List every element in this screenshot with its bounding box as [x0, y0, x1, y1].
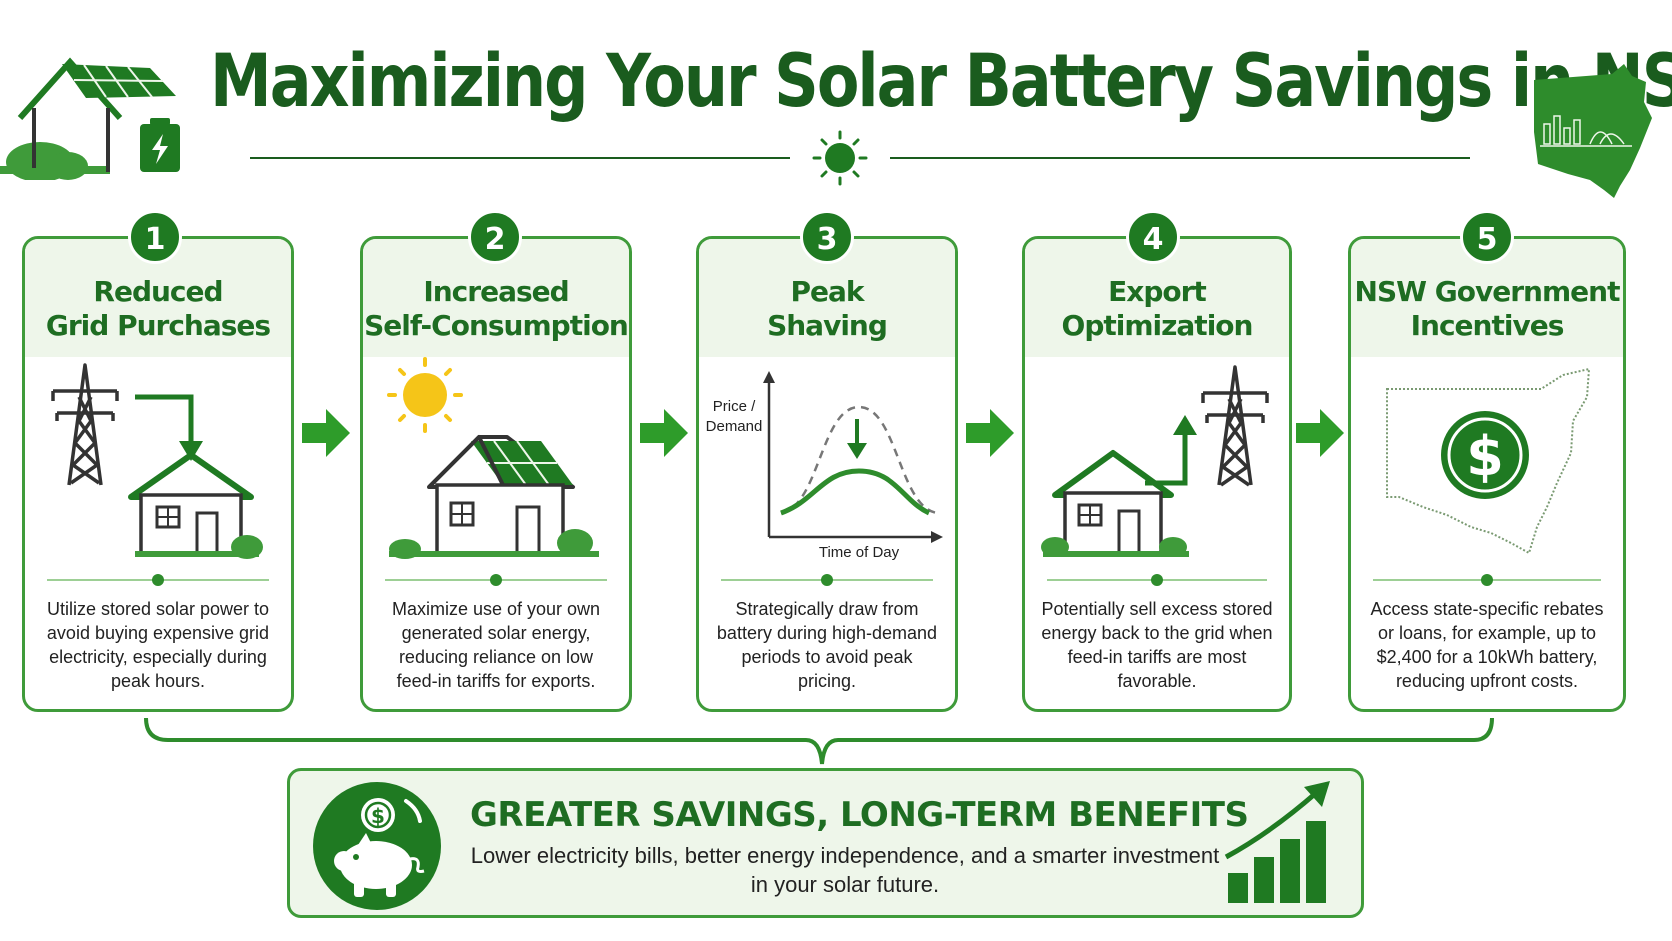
summary-banner: $ GREATER SAVINGS, LONG-TERM BENEFITS Lo…	[287, 768, 1364, 918]
chart-ylabel: Price / Demand	[705, 398, 763, 435]
banner-description: Lower electricity bills, better energy i…	[470, 843, 1220, 897]
title-divider-sun-icon	[250, 130, 1470, 186]
flow-arrow-1-icon	[302, 409, 350, 457]
divider-dot	[152, 574, 164, 586]
flow-arrow-2-icon	[640, 409, 688, 457]
step-card-reduced-grid-purchases: Reduced Grid Purchases Utilize stored so…	[22, 236, 294, 712]
flow-arrow-3-icon	[966, 409, 1014, 457]
divider-dot	[490, 574, 502, 586]
peak-curve-chart-icon	[763, 371, 943, 543]
step-badge-5: 5	[1460, 210, 1514, 264]
card-title: Export Optimization	[1061, 275, 1254, 342]
card-title: Increased Self-Consumption	[364, 275, 629, 342]
flow-arrow-4-icon	[1296, 409, 1344, 457]
nsw-map-dollar-icon: $	[1386, 367, 1591, 555]
divider-dot	[1151, 574, 1163, 586]
step-badge-3: 3	[800, 210, 854, 264]
card-description: Utilize stored solar power to avoid buyi…	[46, 599, 270, 691]
card-title: NSW Government Incentives	[1354, 275, 1621, 342]
divider-dot	[821, 574, 833, 586]
svg-text:$: $	[1466, 425, 1504, 488]
step-card-peak-shaving: Peak Shaving Price / Demand Time of Day …	[696, 236, 958, 712]
step-card-nsw-government-incentives: NSW Government Incentives $ Access state…	[1348, 236, 1626, 712]
nsw-map-skyline-icon	[1534, 64, 1652, 198]
card-description: Potentially sell excess stored energy ba…	[1041, 599, 1273, 691]
card-description: Strategically draw from battery during h…	[716, 599, 938, 691]
step-badge-4: 4	[1126, 210, 1180, 264]
house-to-grid-icon	[1041, 365, 1269, 557]
step-card-export-optimization: Export Optimization Potentially sell	[1022, 236, 1292, 712]
card-description: Access state-specific rebates or loans, …	[1370, 599, 1604, 691]
step-badge-2: 2	[468, 210, 522, 264]
banner-title: GREATER SAVINGS, LONG-TERM BENEFITS	[470, 795, 1249, 835]
card-title: Reduced Grid Purchases	[45, 275, 271, 342]
step-badge-1: 1	[128, 210, 182, 264]
divider-dot	[1481, 574, 1493, 586]
transmission-tower-house-icon	[51, 363, 263, 559]
card-description: Maximize use of your own generated solar…	[391, 599, 601, 691]
summary-brace	[144, 717, 1494, 765]
card-title: Peak Shaving	[767, 275, 888, 342]
step-card-increased-self-consumption: Increased Self-Consumption	[360, 236, 632, 712]
svg-text:$: $	[371, 804, 385, 828]
chart-xlabel: Time of Day	[818, 544, 900, 561]
page-title: Maximizing Your Solar Battery Savings in…	[210, 37, 1672, 124]
solar-house-battery-icon	[0, 57, 180, 180]
piggy-bank-icon: $	[313, 782, 441, 910]
sun-solar-house-icon	[387, 357, 599, 559]
growth-bar-chart-icon	[1224, 781, 1330, 903]
